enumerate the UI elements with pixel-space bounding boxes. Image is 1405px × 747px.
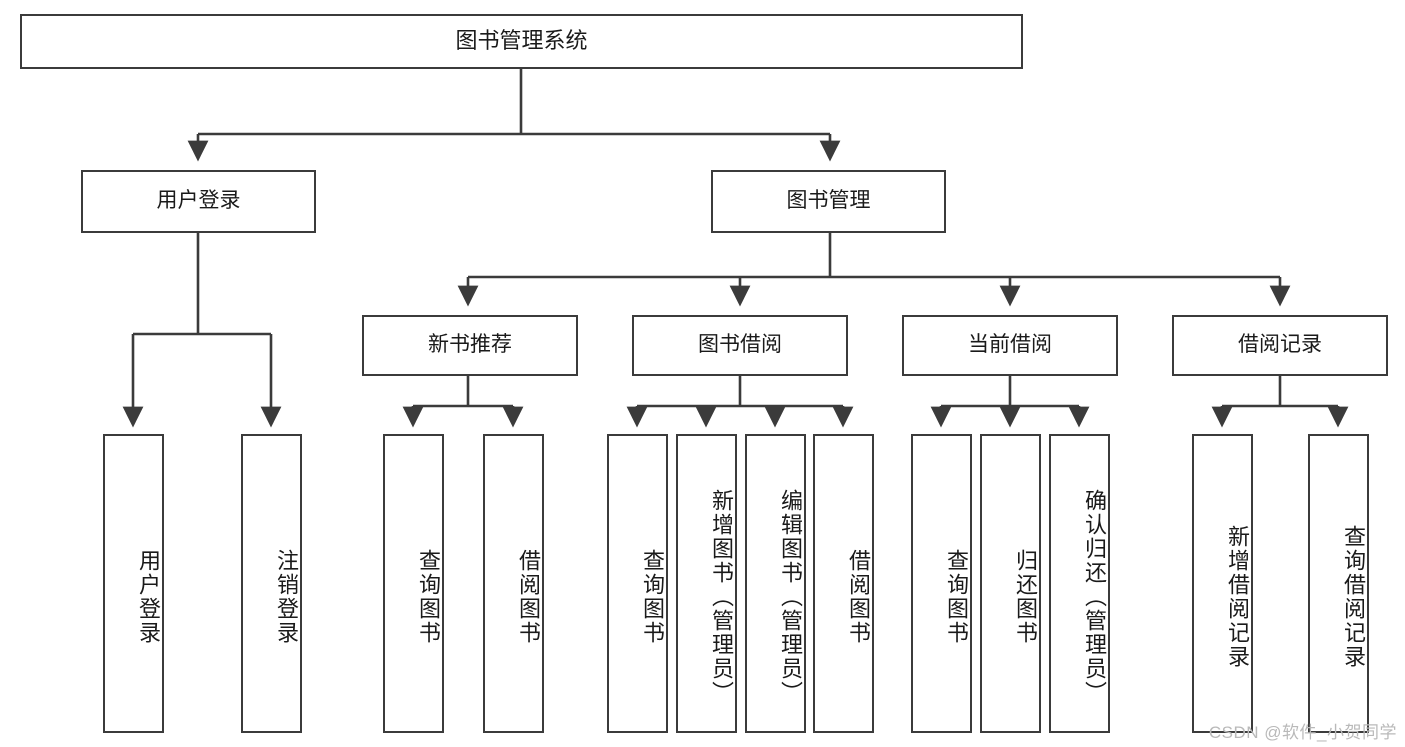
leaf-return-book[interactable]: 归还图书 <box>980 434 1041 733</box>
leaf-logout[interactable]: 注销登录 <box>241 434 302 733</box>
node-current-borrow[interactable]: 当前借阅 <box>902 315 1118 376</box>
node-label: 借阅图书 <box>846 548 871 645</box>
leaf-add-borrow-record[interactable]: 新增借阅记录 <box>1192 434 1253 733</box>
leaf-edit-book-admin[interactable]: 编辑图书（管理员） <box>745 434 806 733</box>
node-label: 确认归还（管理员） <box>1082 488 1107 705</box>
node-label: 新增图书（管理员） <box>709 488 734 705</box>
leaf-borrow-book-recommend[interactable]: 借阅图书 <box>483 434 544 733</box>
leaf-add-book-admin[interactable]: 新增图书（管理员） <box>676 434 737 733</box>
node-new-book-recommend[interactable]: 新书推荐 <box>362 315 578 376</box>
node-root-book-management-system[interactable]: 图书管理系统 <box>20 14 1023 69</box>
node-borrow-record[interactable]: 借阅记录 <box>1172 315 1388 376</box>
node-label: 用户登录 <box>136 548 161 645</box>
node-label: 新增借阅记录 <box>1225 524 1250 669</box>
node-label: 图书管理 <box>786 189 871 213</box>
node-label: 图书管理系统 <box>455 28 588 54</box>
node-label: 当前借阅 <box>968 333 1052 357</box>
node-label: 编辑图书（管理员） <box>778 488 803 705</box>
node-book-management[interactable]: 图书管理 <box>711 170 946 233</box>
leaf-query-book-borrow[interactable]: 查询图书 <box>607 434 668 733</box>
node-label: 新书推荐 <box>428 333 512 357</box>
node-label: 归还图书 <box>1013 548 1038 645</box>
leaf-user-login[interactable]: 用户登录 <box>103 434 164 733</box>
node-book-borrow[interactable]: 图书借阅 <box>632 315 848 376</box>
node-label: 查询图书 <box>944 548 969 645</box>
leaf-query-book-recommend[interactable]: 查询图书 <box>383 434 444 733</box>
node-label: 查询借阅记录 <box>1341 524 1366 669</box>
node-label: 注销登录 <box>274 548 299 645</box>
leaf-query-book-current[interactable]: 查询图书 <box>911 434 972 733</box>
node-label: 用户登录 <box>156 189 241 213</box>
node-user-login[interactable]: 用户登录 <box>81 170 316 233</box>
node-label: 借阅图书 <box>516 548 541 645</box>
leaf-query-borrow-record[interactable]: 查询借阅记录 <box>1308 434 1369 733</box>
leaf-confirm-return-admin[interactable]: 确认归还（管理员） <box>1049 434 1110 733</box>
leaf-borrow-book[interactable]: 借阅图书 <box>813 434 874 733</box>
node-label: 查询图书 <box>416 548 441 645</box>
node-label: 查询图书 <box>640 548 665 645</box>
node-label: 图书借阅 <box>698 333 782 357</box>
node-label: 借阅记录 <box>1238 333 1322 357</box>
